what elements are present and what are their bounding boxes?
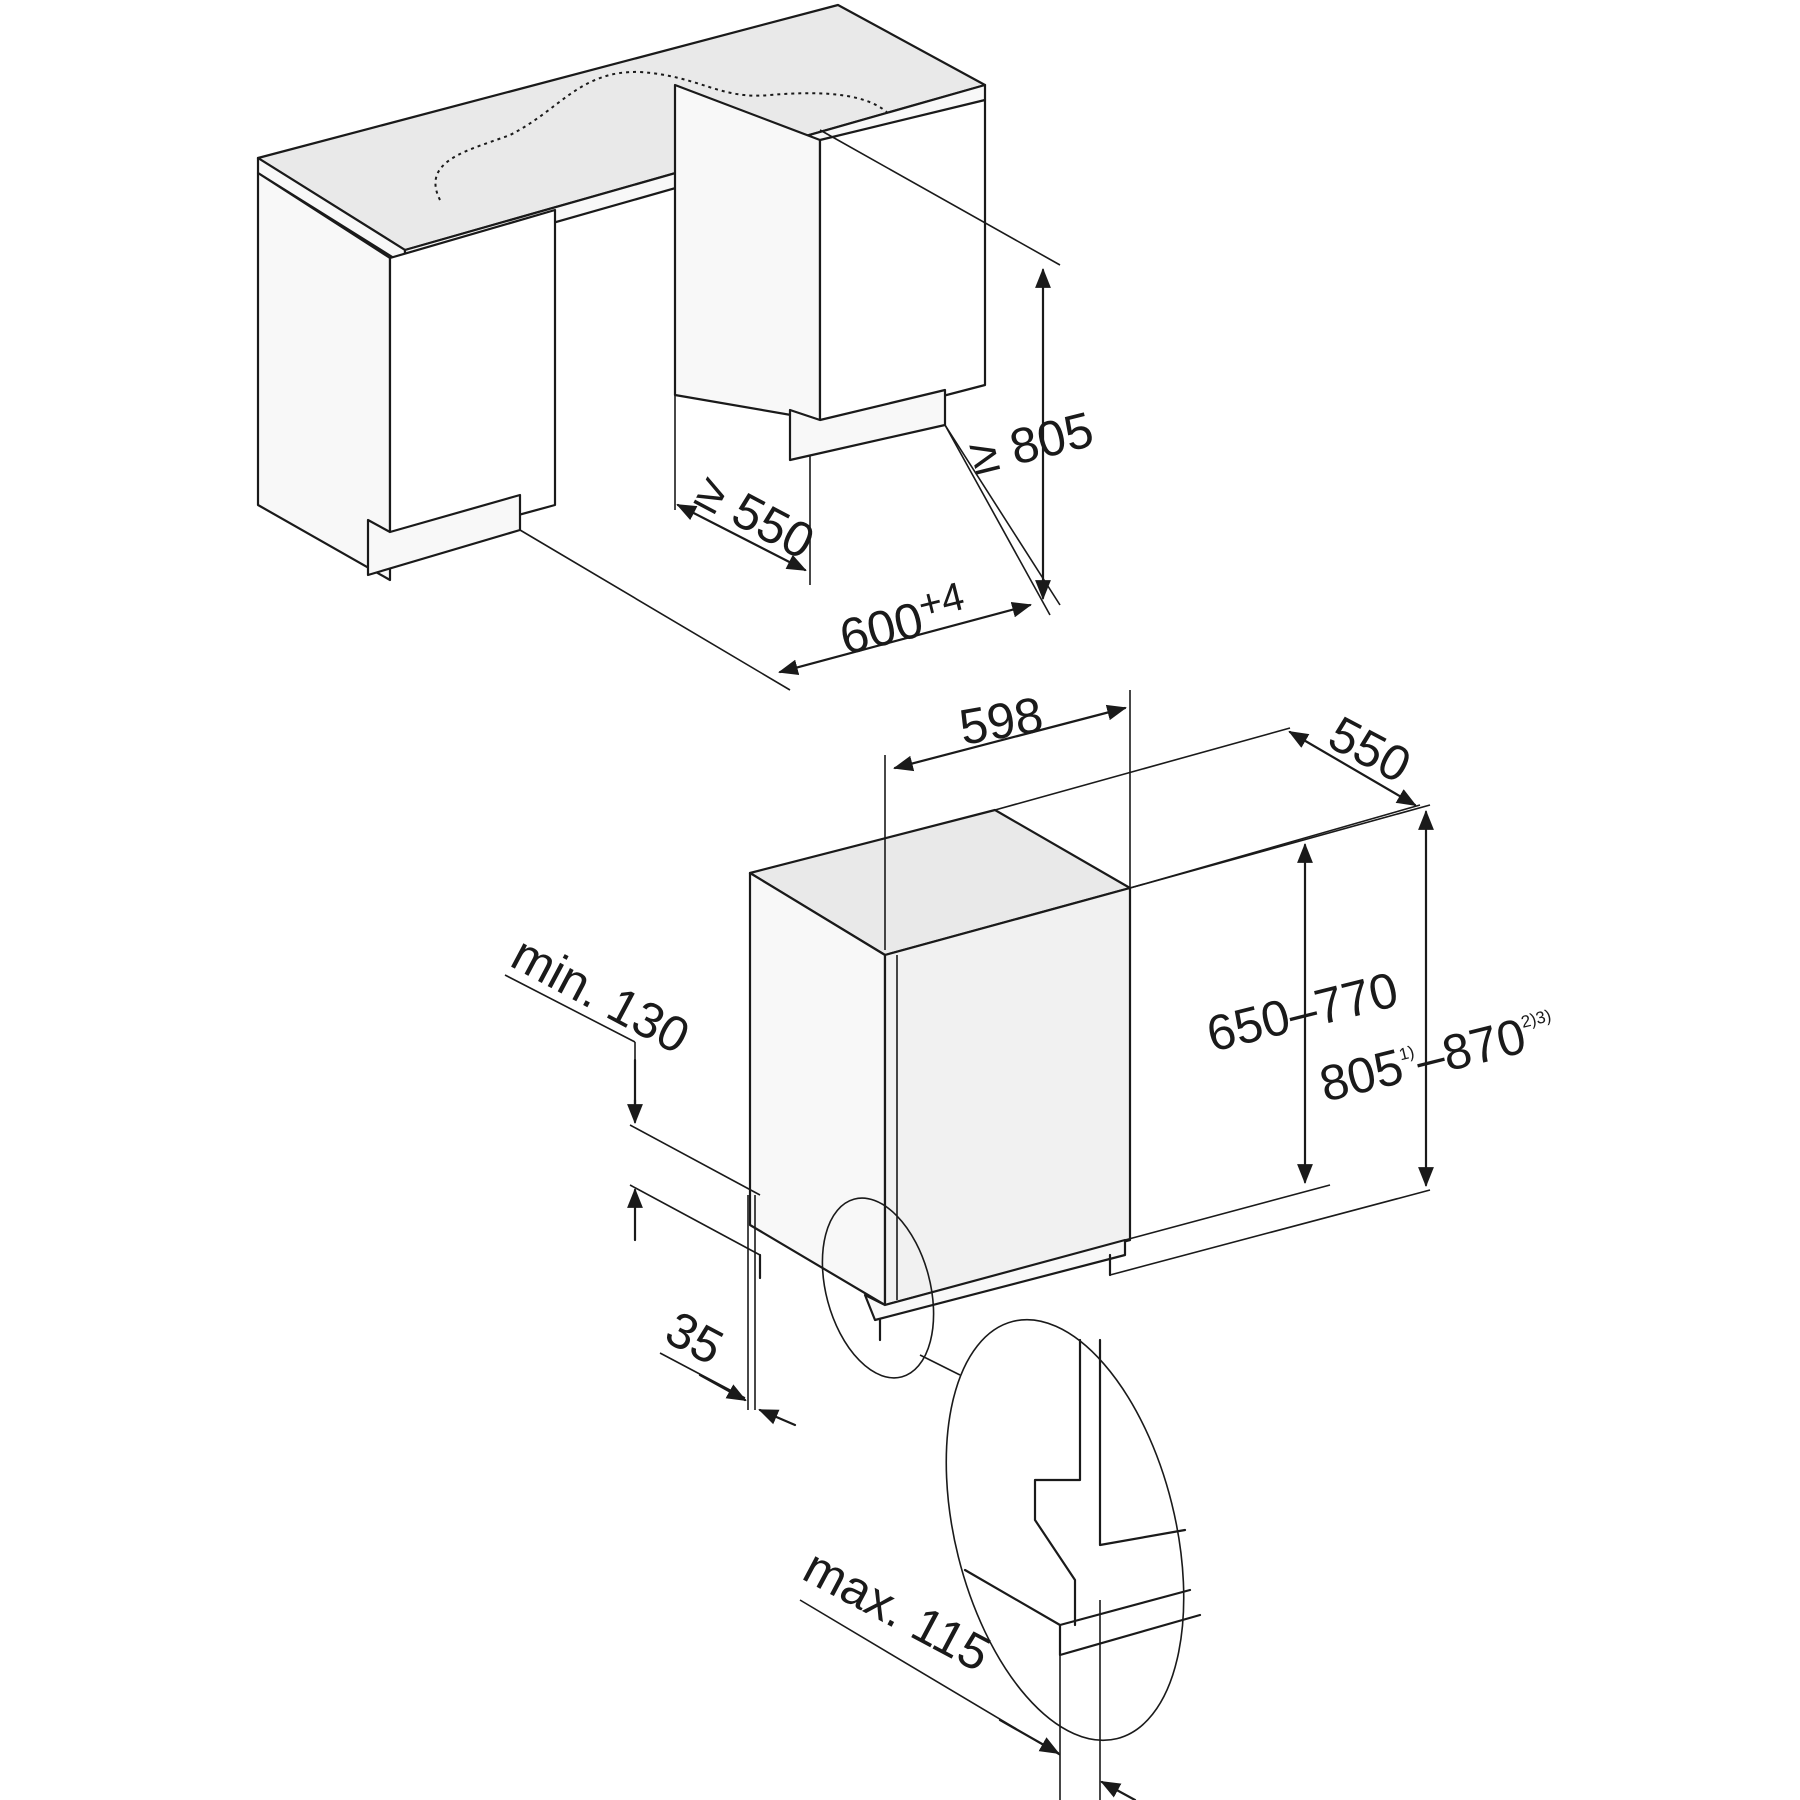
plinth-label: 35	[657, 1300, 732, 1376]
niche-width-arrow	[778, 601, 1032, 676]
appliance-drawing	[504, 690, 1434, 1800]
appliance-plinth	[863, 1238, 1127, 1322]
max-clearance-arrow	[998, 1718, 1060, 1755]
detail-marker-circle	[821, 1197, 935, 1379]
left-cabinet-front	[388, 208, 557, 552]
appliance-depth-label: 550	[1320, 705, 1420, 794]
max-clearance-label: max. 115	[795, 1538, 1000, 1682]
niche-depth-label: ≥ 550	[687, 462, 823, 570]
detail-magnified-circle	[945, 1318, 1185, 1742]
left-cabinet-plinth	[366, 493, 522, 577]
appliance-width-arrow	[893, 704, 1127, 772]
right-cabinet-front	[818, 98, 987, 430]
min-clearance-label: min. 130	[503, 925, 699, 1064]
niche-depth-arrow	[676, 503, 807, 572]
niche-height-label: ≥ 805	[964, 401, 1099, 486]
left-cabinet-side	[256, 171, 392, 582]
appliance-door-panel	[883, 886, 1132, 1307]
appliance-depth-arrow	[1288, 730, 1417, 807]
niche-width-label: 600+4	[833, 574, 973, 665]
appliance-width-label: 598	[955, 686, 1047, 756]
niche-drawing	[256, 3, 1061, 691]
right-cabinet-plinth	[788, 388, 947, 462]
right-cabinet-side	[673, 83, 822, 422]
detail-magnified-content	[963, 1338, 1202, 1800]
